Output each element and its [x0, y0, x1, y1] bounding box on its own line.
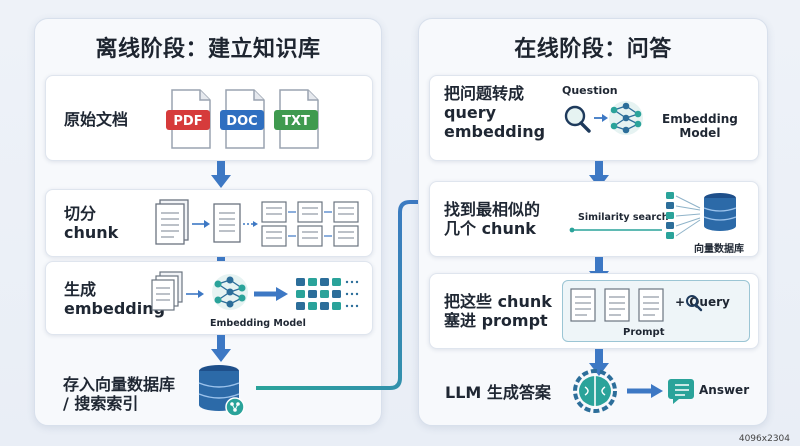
similarity-search-card: 找到最相似的 几个 chunk Similarity search [429, 181, 759, 257]
chunk-split-icons [155, 199, 359, 247]
chunk-documents-icon [570, 288, 664, 322]
online-stage-title: 在线阶段：问答 [514, 37, 672, 62]
image-size-tag: 4096x2304 [738, 434, 790, 444]
question-caption: Question [562, 84, 618, 97]
chunks-stack-icon [151, 271, 183, 311]
offline-stage-title: 离线阶段：建立知识库 [95, 37, 321, 62]
down-arrow-r3 [589, 349, 609, 376]
vector-database-icon [198, 365, 245, 417]
embedding-model-caption: Embedding Model [210, 318, 306, 329]
down-arrow-3 [211, 335, 231, 362]
online-stage-panel: 在线阶段：问答 把问题转成 query embedding Question [418, 18, 768, 426]
pdf-file-label: PDF [173, 114, 202, 129]
chunking-label: 切分 chunk [64, 204, 119, 242]
source-document-icon [155, 199, 189, 245]
neural-network-icon [212, 274, 248, 310]
pdf-file-icon: PDF [166, 89, 211, 149]
query-embedding-label: 把问题转成 query embedding [444, 84, 546, 141]
query-embedding-card: 把问题转成 query embedding Question [429, 75, 759, 161]
answer-chat-icon [668, 379, 694, 404]
embedding-flow-icons [151, 271, 359, 311]
prompt-box: + Query Prompt [562, 280, 750, 342]
answer-caption: Answer [699, 383, 750, 397]
query-search-icon [686, 295, 703, 312]
prompt-assembly-card: 把这些 chunk 塞进 prompt + Query Prompt [429, 273, 759, 349]
txt-file-label: TXT [282, 114, 310, 129]
vector-store-label: 存入向量数据库 / 搜索索引 [63, 375, 176, 413]
candidate-vectors-icon [666, 192, 674, 239]
offline-stage-panel: 离线阶段：建立知识库 原始文档 PDF DOC TXT [34, 18, 382, 426]
vector-database-icon [703, 193, 737, 231]
embedding-label: 生成 embedding [64, 280, 166, 318]
query-model-caption: Embedding Model [662, 112, 738, 140]
chunk-pieces-icon [261, 201, 359, 247]
txt-file-icon: TXT [274, 89, 319, 149]
prompt-caption: Prompt [623, 327, 665, 338]
similarity-search-icons [569, 192, 737, 239]
magnifier-icon [564, 105, 591, 133]
embedding-card: 生成 embedding [45, 261, 373, 335]
raw-documents-card: 原始文档 PDF DOC TXT [45, 75, 373, 161]
doc-file-icon: DOC [220, 89, 265, 149]
raw-documents-label: 原始文档 [64, 110, 129, 129]
doc-file-label: DOC [226, 114, 257, 129]
vector-db-caption: 向量数据库 [694, 244, 744, 255]
vector-grid-icon [296, 278, 359, 310]
similarity-search-label: 找到最相似的 几个 chunk [444, 200, 541, 238]
chunking-card: 切分 chunk [45, 189, 373, 257]
down-arrow-1 [211, 161, 231, 188]
question-embed-icons [564, 101, 643, 135]
brain-gear-icon [573, 369, 617, 413]
document-files-icons: PDF DOC TXT [166, 89, 319, 149]
llm-answer-icons [573, 369, 694, 413]
similarity-search-caption: Similarity search [578, 212, 669, 223]
split-document-icon [213, 203, 241, 243]
neural-network-icon [609, 101, 643, 135]
prompt-assembly-label: 把这些 chunk 塞进 prompt [444, 292, 552, 330]
llm-answer-label: LLM 生成答案 [445, 383, 551, 402]
